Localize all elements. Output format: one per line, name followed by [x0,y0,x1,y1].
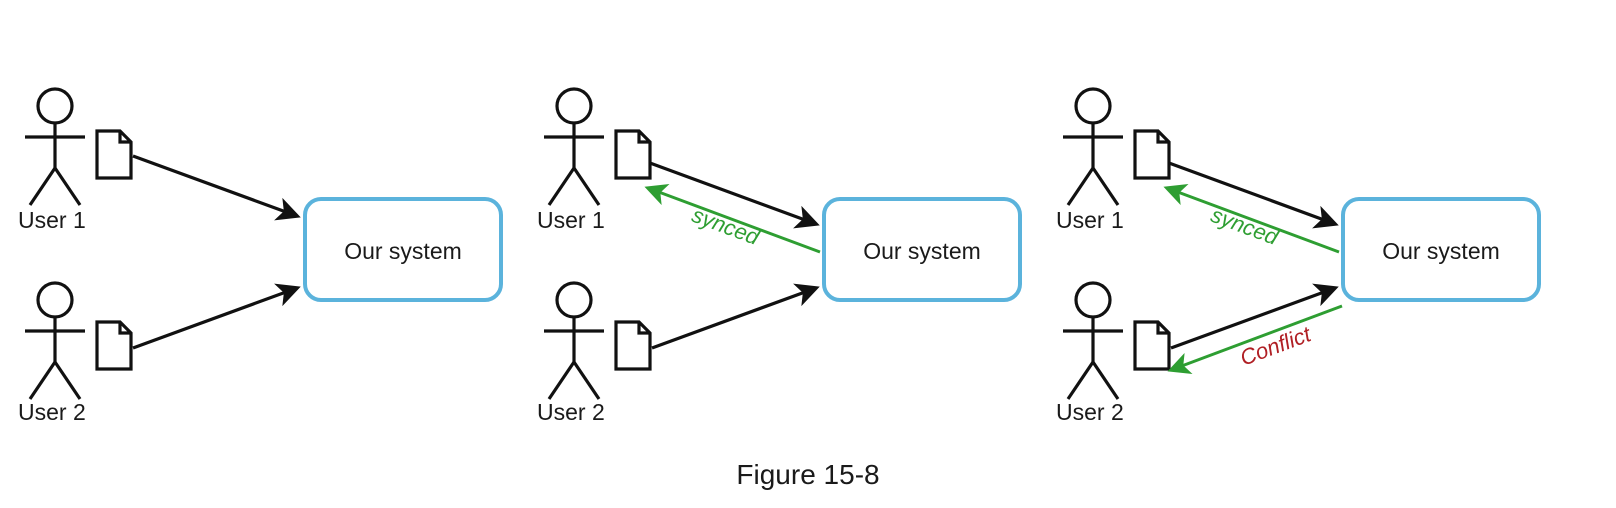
document-icon [614,129,652,180]
panel-2-edge-u2-to-system [651,283,820,350]
panel-3-edge-label-synced: synced [1208,202,1283,250]
panel-2-edge-u1-to-system [649,161,820,229]
panel-2-system-label: Our system [863,238,981,264]
panel-1-user-2-actor: User 2 [18,281,133,425]
panel-3-user-1-label: User 1 [1056,207,1124,233]
panel-2-edge-system-to-u1 [644,183,821,254]
panel-2-edge-label-synced: synced [689,202,764,250]
document-icon [95,129,133,180]
panel-3: User 1 User 2 [1056,87,1541,425]
stick-figure-icon [25,281,85,400]
panel-2-system-box: Our system [822,197,1022,302]
document-icon [1133,129,1171,180]
document-icon [1133,320,1171,371]
panel-1-user-2-label: User 2 [18,399,86,425]
panel-2-user-1-label: User 1 [537,207,605,233]
figure-caption: Figure 15-8 [736,459,879,490]
panel-3-system-box: Our system [1341,197,1541,302]
stick-figure-icon [544,281,604,400]
panel-1-user-1-actor: User 1 [18,87,133,233]
stick-figure-icon [544,87,604,206]
panel-2-user-2-label: User 2 [537,399,605,425]
panel-1-edge-u1-to-system [132,154,301,221]
panel-2-user-2-actor: User 2 [537,281,652,425]
panel-1-user-1-label: User 1 [18,207,86,233]
panel-3-user-2-actor: User 2 [1056,281,1171,425]
panel-3-user-2-label: User 2 [1056,399,1124,425]
panel-3-edge-label-conflict: Conflict [1237,321,1315,370]
document-icon [614,320,652,371]
panel-2: User 1 User 2 [537,87,1022,425]
stick-figure-icon [1063,87,1123,206]
panel-1-system-label: Our system [344,238,462,264]
panel-1: User 1 User 2 [18,87,503,425]
panel-3-system-label: Our system [1382,238,1500,264]
panel-3-edge-system-to-u2 [1167,304,1343,374]
panel-3-edge-system-to-u1 [1163,183,1340,254]
panel-3-edge-u1-to-system [1168,161,1339,229]
stick-figure-icon [1063,281,1123,400]
panel-2-user-1-actor: User 1 [537,87,652,233]
panel-3-user-1-actor: User 1 [1056,87,1171,233]
document-icon [95,320,133,371]
panel-1-system-box: Our system [303,197,503,302]
panel-3-edge-u2-to-system [1170,283,1339,350]
panel-1-edge-u2-to-system [132,283,301,350]
stick-figure-icon [25,87,85,206]
